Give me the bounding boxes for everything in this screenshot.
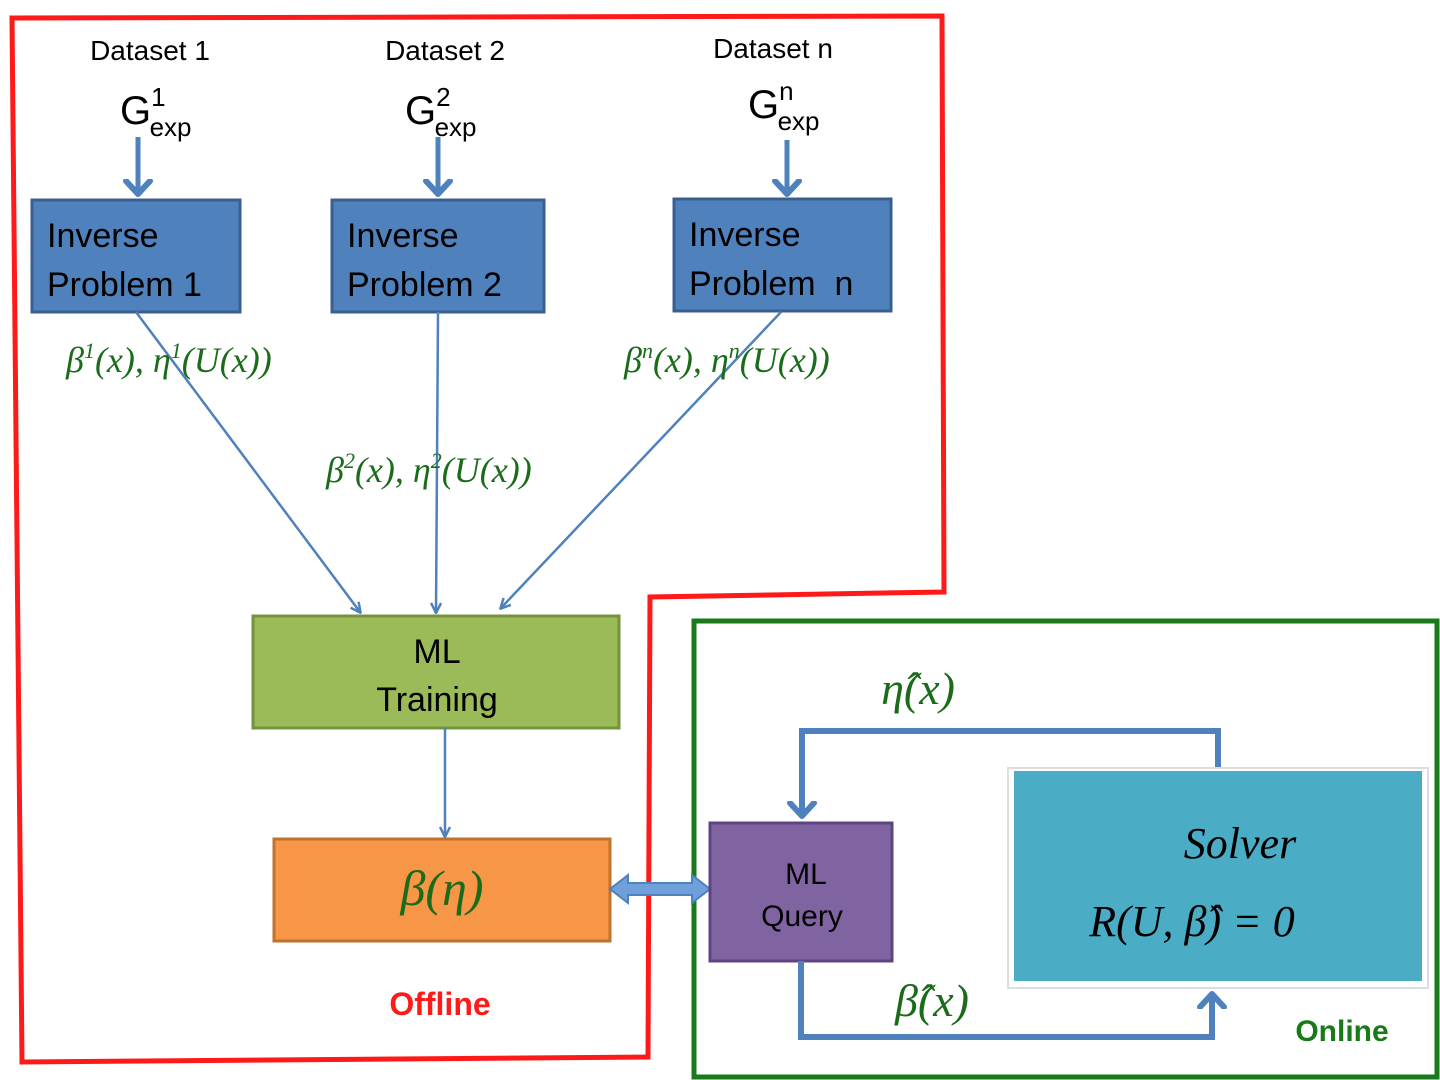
- inverse-problem-2-line1: Inverse: [347, 217, 459, 255]
- edge-label-n: βn(x), ηn(U(x)): [623, 338, 830, 380]
- ml-query-box: [708, 821, 894, 963]
- double-arrow-model-query: [608, 872, 712, 906]
- online-label: Online: [1295, 1015, 1388, 1048]
- dataset-n-title: Dataset n: [713, 33, 833, 64]
- arrow-inverse1-to-training: [134, 311, 360, 612]
- offline-label: Offline: [389, 986, 490, 1022]
- beta-hat-label: β̂(x): [894, 975, 969, 1026]
- edge-label-1: β1(x), η1(U(x)): [65, 338, 272, 380]
- inverse-problem-1-line2: Problem 1: [47, 266, 202, 304]
- inverse-problem-2-line2: Problem 2: [347, 266, 502, 304]
- arrow-inverse2-to-training: [436, 311, 438, 612]
- ml-training-line2: Training: [376, 681, 498, 719]
- arrow-inversen-to-training: [501, 311, 782, 608]
- solver-box: [1014, 771, 1422, 981]
- ml-query-line2: Query: [761, 900, 843, 933]
- ml-query-line1: ML: [785, 858, 827, 891]
- offline-region-border: [9, 13, 947, 1065]
- ml-training-box: [251, 614, 621, 730]
- inverse-problem-1-line1: Inverse: [47, 217, 159, 255]
- inverse-problem-n-line2: Problem n: [689, 265, 853, 303]
- inverse-problem-1-box: [30, 198, 242, 314]
- eta-hat-label: η̂(x): [881, 663, 955, 714]
- solver-equation: R(U, β̂) = 0: [1088, 897, 1295, 946]
- arrow-query-to-solver: [798, 961, 1212, 1040]
- beta-eta-label: β(η): [399, 860, 483, 916]
- solver-title: Solver: [1184, 819, 1297, 868]
- dataset-2-title: Dataset 2: [385, 35, 505, 66]
- inverse-problem-n-box: [672, 197, 893, 313]
- arrow-solver-to-query: [802, 728, 1221, 816]
- online-region-border: [691, 618, 1440, 1080]
- edge-label-2: β2(x), η2(U(x)): [325, 448, 532, 490]
- ml-training-line1: ML: [413, 633, 460, 671]
- inverse-problem-n-line1: Inverse: [689, 216, 801, 254]
- dataset-1-title: Dataset 1: [90, 35, 210, 66]
